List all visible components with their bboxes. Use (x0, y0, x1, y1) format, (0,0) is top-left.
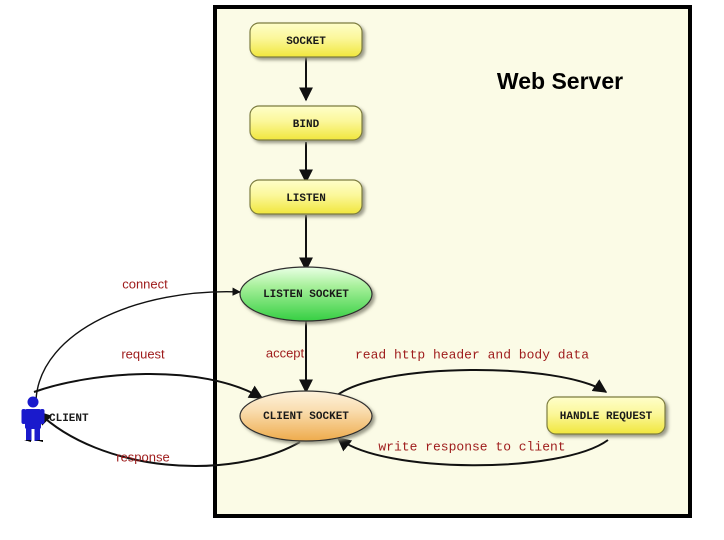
edge-write-response (336, 437, 609, 467)
client-actor-label: CLIENT (49, 413, 89, 425)
node-listen-socket-label: LISTEN SOCKET (263, 289, 349, 301)
edge-connect (35, 287, 241, 401)
node-bind[interactable]: BIND (249, 105, 363, 141)
page-title: Web Server (497, 68, 623, 94)
node-socket-label: SOCKET (286, 36, 326, 48)
node-bind-label: BIND (293, 119, 320, 131)
client-actor[interactable]: CLIENT (21, 396, 90, 443)
edge-request (33, 373, 264, 399)
node-client-socket-label: CLIENT SOCKET (263, 411, 349, 423)
node-handle-request-label: HANDLE REQUEST (560, 411, 653, 423)
node-socket[interactable]: SOCKET (249, 22, 363, 58)
node-client-socket-shape (239, 390, 373, 442)
edge-label-response: response (116, 449, 169, 464)
person-icon-foot-left (24, 440, 31, 442)
node-socket-shape (249, 22, 363, 58)
edge-label-accept: accept (266, 345, 305, 360)
person-icon-foot-right (35, 440, 43, 442)
edge-response (36, 411, 301, 467)
node-handle-request-shape (546, 396, 666, 435)
node-listen-socket[interactable]: LISTEN SOCKET (239, 266, 373, 322)
node-listen-label: LISTEN (286, 193, 326, 205)
edge-label-write-response: write response to client (378, 439, 565, 454)
edge-label-read-request: read http header and body data (355, 347, 589, 362)
node-handle-request[interactable]: HANDLE REQUEST (546, 396, 666, 435)
edge-read-request (335, 369, 608, 397)
edge-label-request: request (121, 346, 165, 361)
node-client-socket[interactable]: CLIENT SOCKET (239, 390, 373, 442)
node-listen-socket-shape (239, 266, 373, 322)
edge-label-connect: connect (122, 276, 168, 291)
person-icon (21, 396, 45, 441)
node-listen[interactable]: LISTEN (249, 179, 363, 215)
node-listen-shape (249, 179, 363, 215)
node-bind-shape (249, 105, 363, 141)
